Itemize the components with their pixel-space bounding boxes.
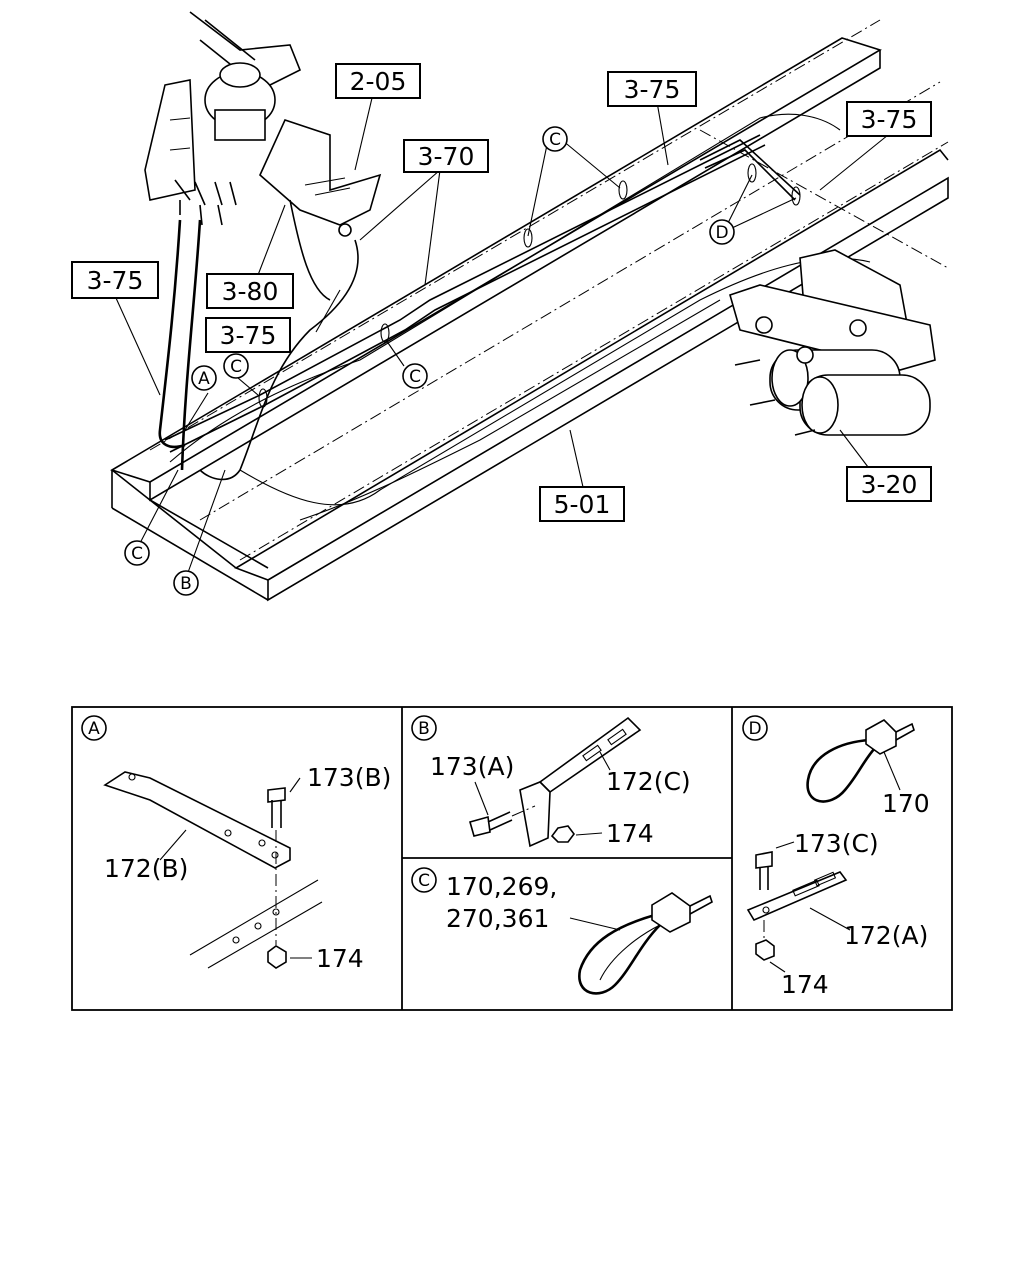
svg-text:172(A): 172(A) bbox=[844, 921, 928, 950]
callout-c-top: C bbox=[542, 126, 568, 152]
detail-c-letter: C bbox=[411, 867, 437, 893]
svg-text:D: D bbox=[748, 719, 761, 739]
svg-text:174: 174 bbox=[781, 970, 829, 999]
svg-text:3-75: 3-75 bbox=[87, 266, 144, 295]
detail-a-letter: A bbox=[81, 715, 107, 741]
svg-text:3-70: 3-70 bbox=[418, 142, 475, 171]
detail-d-letter: D bbox=[742, 715, 768, 741]
svg-text:5-01: 5-01 bbox=[554, 490, 611, 519]
svg-text:172(C): 172(C) bbox=[606, 767, 691, 796]
callout-d: D bbox=[709, 219, 735, 245]
svg-text:B: B bbox=[180, 574, 192, 594]
svg-text:2-05: 2-05 bbox=[350, 67, 407, 96]
hoses bbox=[158, 134, 801, 481]
callout-b: B bbox=[173, 570, 199, 596]
detail-a: A 173(B) 172(B) 174 bbox=[81, 715, 391, 973]
svg-text:3-20: 3-20 bbox=[861, 470, 918, 499]
svg-text:B: B bbox=[418, 719, 430, 739]
callout-c-left: C bbox=[223, 353, 249, 379]
detail-b: B 173(A) 172(C) 174 bbox=[411, 715, 691, 848]
ref-box-3-75-top: 3-75 bbox=[607, 71, 697, 107]
svg-text:174: 174 bbox=[316, 944, 364, 973]
ref-box-3-75-left: 3-75 bbox=[71, 261, 159, 299]
svg-text:A: A bbox=[198, 369, 210, 389]
svg-text:270,361: 270,361 bbox=[446, 904, 549, 933]
svg-text:3-75: 3-75 bbox=[861, 105, 918, 134]
air-tank-assembly bbox=[729, 249, 936, 436]
callout-a: A bbox=[191, 365, 217, 391]
svg-text:3-80: 3-80 bbox=[222, 277, 279, 306]
clip-marks bbox=[258, 163, 801, 408]
svg-text:173(A): 173(A) bbox=[430, 752, 514, 781]
svg-text:C: C bbox=[230, 357, 242, 377]
leader-lines bbox=[115, 97, 889, 579]
bracket-2-05 bbox=[259, 119, 382, 237]
svg-text:170: 170 bbox=[882, 789, 930, 818]
svg-text:A: A bbox=[88, 719, 100, 739]
svg-text:C: C bbox=[418, 871, 430, 891]
svg-text:170,269,: 170,269, bbox=[446, 872, 557, 901]
svg-text:173(B): 173(B) bbox=[307, 763, 391, 792]
svg-text:C: C bbox=[131, 544, 143, 564]
detail-panels-frame bbox=[71, 706, 953, 1011]
ref-box-5-01: 5-01 bbox=[539, 486, 625, 522]
ref-box-3-75-right: 3-75 bbox=[846, 101, 932, 137]
svg-text:173(C): 173(C) bbox=[794, 829, 879, 858]
svg-text:172(B): 172(B) bbox=[104, 854, 188, 883]
callout-c-bottom: C bbox=[124, 540, 150, 566]
svg-text:C: C bbox=[549, 130, 561, 150]
chassis-frame bbox=[110, 19, 949, 602]
svg-text:3-75: 3-75 bbox=[624, 75, 681, 104]
svg-text:D: D bbox=[715, 223, 728, 243]
svg-text:174: 174 bbox=[606, 819, 654, 848]
detail-c: C 170,269, 270,361 bbox=[411, 867, 713, 995]
svg-text:3-75: 3-75 bbox=[220, 321, 277, 350]
ref-box-3-80: 3-80 bbox=[206, 273, 294, 309]
ref-box-3-75-mid: 3-75 bbox=[205, 317, 291, 353]
svg-text:C: C bbox=[409, 367, 421, 387]
valve-assembly bbox=[144, 11, 302, 226]
detail-b-letter: B bbox=[411, 715, 437, 741]
ref-box-2-05: 2-05 bbox=[335, 63, 421, 99]
detail-d: D 170 173(C) 172(A) 174 bbox=[742, 715, 930, 999]
ref-box-3-20: 3-20 bbox=[846, 466, 932, 502]
ref-box-3-70: 3-70 bbox=[403, 139, 489, 173]
callout-c-mid: C bbox=[402, 363, 428, 389]
